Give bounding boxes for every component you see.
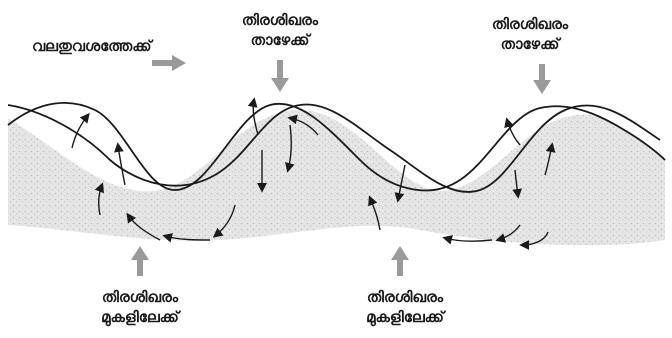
circulation-arrows (71, 97, 556, 250)
wave-curve-2 (7, 103, 661, 193)
label-rightward: വലതുവശത്തേക്ക് (32, 37, 152, 55)
label-crest-down-1: തിരശിഖരം താഴേക്ക് (241, 11, 319, 49)
label-crest-down-2: തിരശിഖരം താഴേക്ക് (491, 15, 569, 53)
wave-curve-1 (7, 101, 666, 192)
direction-indicators (131, 55, 551, 276)
label-crest-up-2: തിരശിഖരം മുകളിലേക്ക് (366, 288, 444, 326)
water-shading (8, 110, 665, 246)
label-crest-up-1: തിരശിഖരം മുകളിലേക്ക് (101, 288, 179, 326)
